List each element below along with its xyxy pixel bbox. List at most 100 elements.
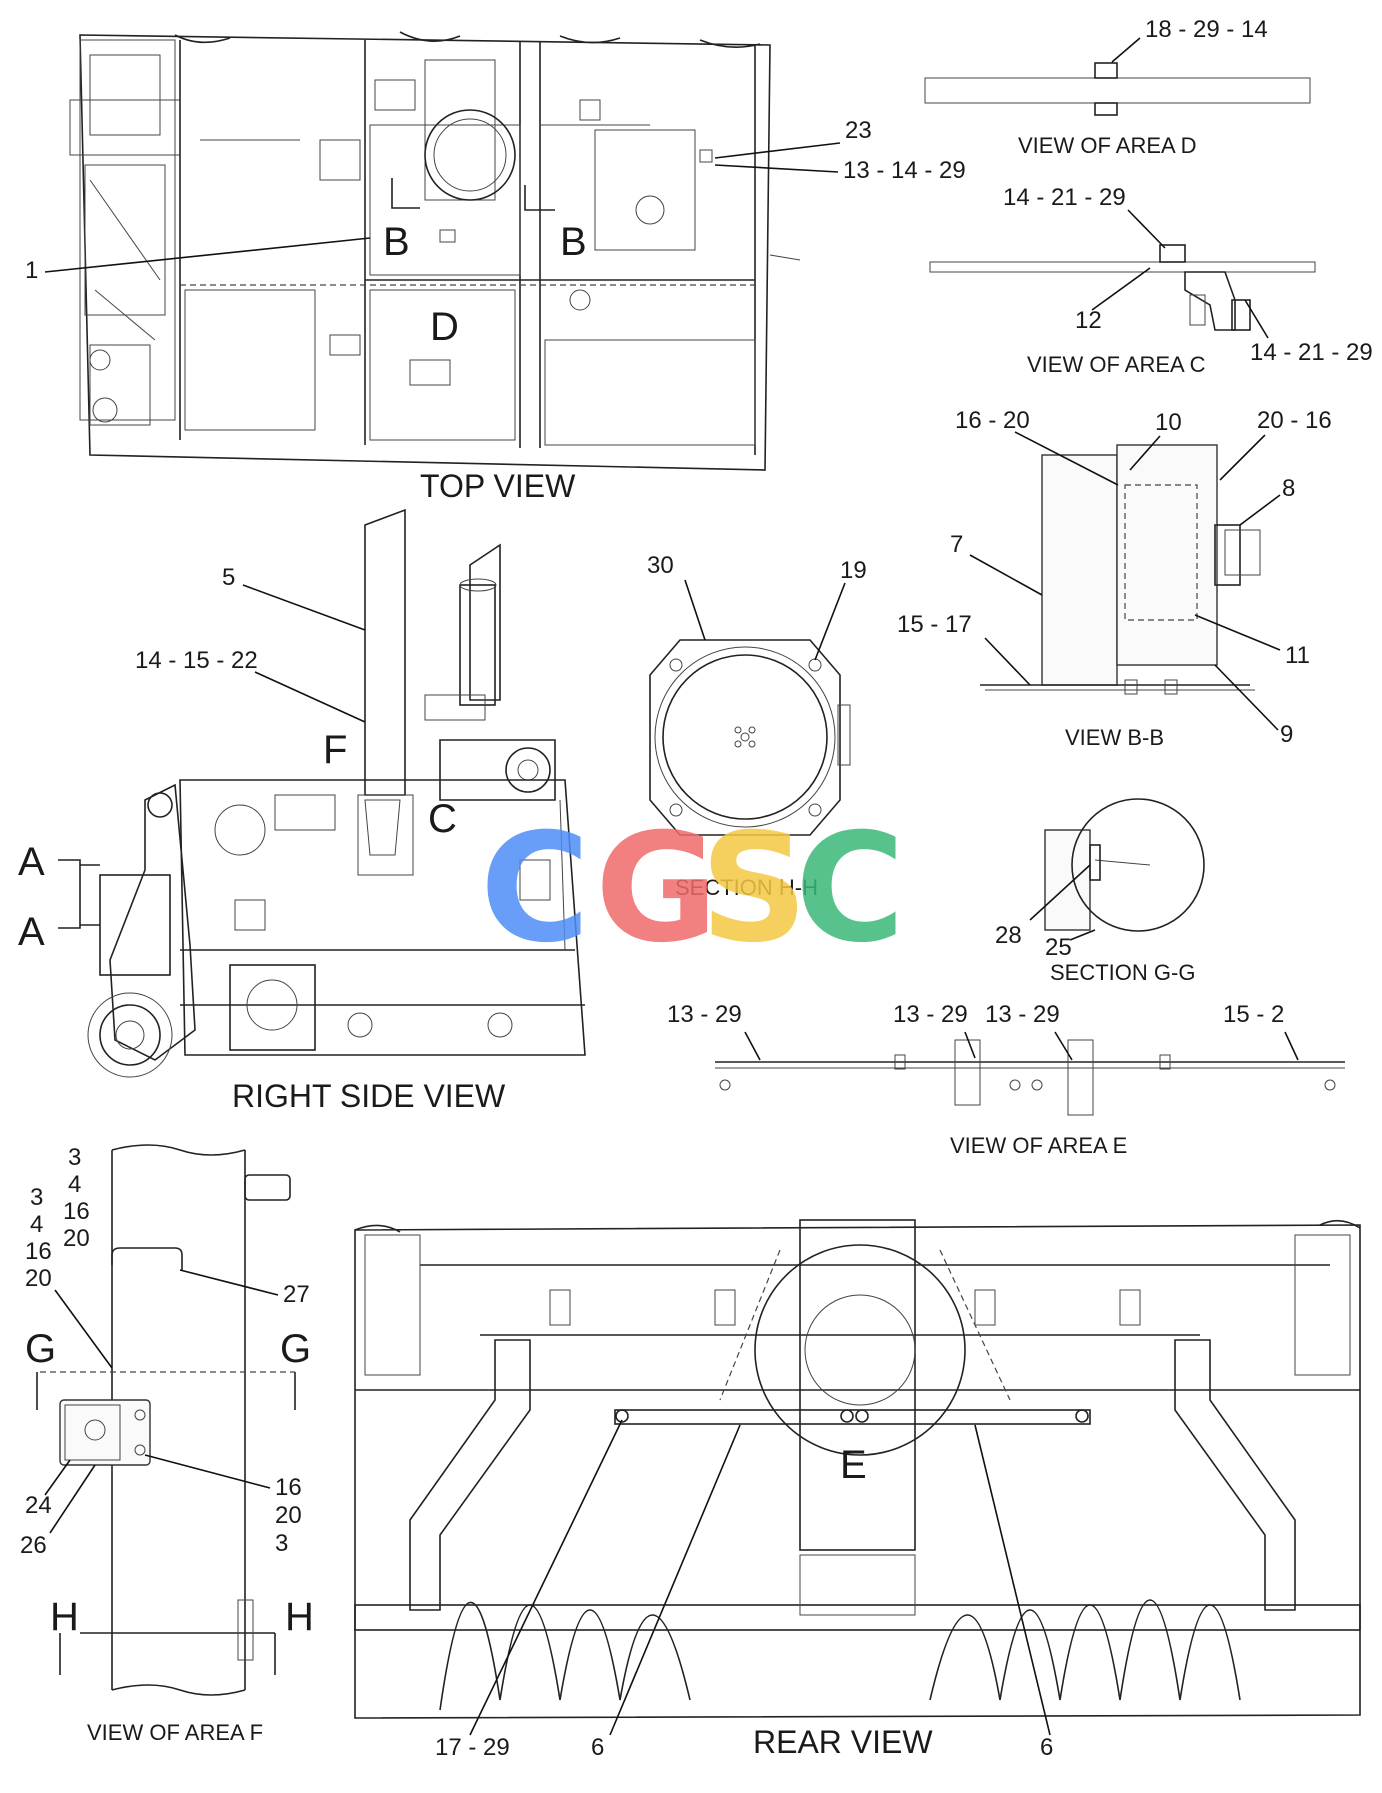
callout-f-stack1-4: 4 (68, 1171, 81, 1198)
callout-f-stack3-16: 16 (275, 1474, 302, 1501)
leader-9 (1214, 664, 1279, 731)
callout-f-stack2-3: 3 (30, 1184, 43, 1211)
callout-1: 1 (25, 257, 38, 284)
leader-8 (1239, 494, 1281, 526)
leader-19 (814, 582, 846, 661)
leader-24 (44, 1459, 71, 1496)
leader-16-20 (1014, 431, 1119, 486)
callout-f-stack2-16: 16 (25, 1238, 52, 1265)
leader-7 (969, 554, 1043, 596)
view-area-c-drawing (929, 244, 1316, 331)
leader-28 (1029, 864, 1091, 921)
leader-15-17 (984, 637, 1031, 686)
top-view-caption: TOP VIEW (420, 468, 576, 504)
leader-23 (714, 142, 841, 159)
cgsc-watermark: C G S C (480, 802, 905, 976)
view-area-d-caption: VIEW OF AREA D (1018, 133, 1196, 158)
callout-9: 9 (1280, 721, 1293, 748)
callout-8: 8 (1282, 475, 1295, 502)
callout-e-15-2: 15 - 2 (1223, 1001, 1284, 1028)
callout-10: 10 (1155, 409, 1182, 436)
area-b-right-letter: B (560, 220, 587, 264)
section-a-bottom-letter: A (18, 910, 45, 954)
callout-7: 7 (950, 531, 963, 558)
callout-13-14-29: 13 - 14 - 29 (843, 157, 966, 184)
callout-f-stack1-16: 16 (63, 1198, 90, 1225)
leader-14-21-29-right (1244, 299, 1269, 339)
callout-27: 27 (283, 1281, 310, 1308)
callout-f-stack1-3: 3 (68, 1144, 81, 1171)
leader-5 (242, 584, 366, 631)
watermark-letter-g: G (595, 802, 718, 976)
view-area-c-caption: VIEW OF AREA C (1027, 352, 1206, 377)
callout-6-left: 6 (591, 1734, 604, 1761)
leader-25 (1069, 929, 1096, 941)
leader-14-21-29-top (1127, 209, 1166, 249)
leader-26 (49, 1464, 96, 1534)
callout-11: 11 (1285, 642, 1310, 669)
top-view-drawing (69, 31, 801, 471)
leader-f-stack3 (144, 1454, 271, 1489)
watermark-letter-c2: C (795, 802, 905, 976)
leader-12 (1091, 267, 1151, 311)
leader-10 (1129, 435, 1161, 471)
leader-20-16 (1219, 434, 1266, 481)
callout-17-29: 17 - 29 (435, 1734, 510, 1761)
section-g-left-letter: G (25, 1327, 56, 1371)
callout-6-right: 6 (1040, 1734, 1053, 1761)
leader-17-29 (469, 1419, 623, 1736)
leader-30 (684, 579, 706, 641)
view-area-d-drawing (924, 37, 1311, 116)
section-g-right-letter: G (280, 1327, 311, 1371)
callout-5: 5 (222, 564, 235, 591)
callout-30: 30 (647, 552, 674, 579)
callout-25: 25 (1045, 934, 1072, 961)
leader-f-stack2 (54, 1289, 113, 1369)
leader-e-13-29-c (1054, 1031, 1073, 1061)
callout-f-stack2-20: 20 (25, 1265, 52, 1292)
section-gg-drawing (1044, 798, 1205, 932)
callout-19: 19 (840, 557, 867, 584)
callout-23: 23 (845, 117, 872, 144)
callout-14-15-22: 14 - 15 - 22 (135, 647, 258, 674)
leader-e-13-29-a (744, 1031, 761, 1061)
watermark-letter-s: S (700, 802, 808, 976)
callout-15-17: 15 - 17 (897, 611, 972, 638)
callout-14-21-29-top: 14 - 21 - 29 (1003, 184, 1126, 211)
section-h-right-letter: H (285, 1595, 314, 1639)
callout-18-29-14: 18 - 29 - 14 (1145, 16, 1268, 43)
watermark-letter-c1: C (480, 802, 590, 976)
area-c-letter: C (428, 797, 457, 841)
area-f-letter: F (323, 728, 347, 772)
callout-e-13-29-c: 13 - 29 (985, 1001, 1060, 1028)
view-area-f-caption: VIEW OF AREA F (87, 1720, 263, 1745)
callout-f-stack3-20: 20 (275, 1502, 302, 1529)
area-b-left-letter: B (383, 220, 410, 264)
leader-14-15-22 (254, 671, 366, 723)
view-area-e-drawing (715, 1039, 1345, 1116)
section-hh-caption: SECTION H-H (675, 875, 818, 900)
area-e-letter: E (840, 1443, 867, 1487)
section-gg-caption: SECTION G-G (1050, 960, 1195, 985)
leader-27 (179, 1269, 279, 1296)
section-hh-drawing (649, 639, 851, 836)
view-bb-caption: VIEW B-B (1065, 725, 1164, 750)
callout-f-stack3-3: 3 (275, 1530, 288, 1557)
area-d-letter: D (430, 305, 459, 349)
leader-1 (44, 237, 371, 273)
section-h-left-letter: H (50, 1595, 79, 1639)
callout-16-20: 16 - 20 (955, 407, 1030, 434)
view-area-e-caption: VIEW OF AREA E (950, 1133, 1127, 1158)
leader-6-right (974, 1424, 1051, 1736)
callout-12: 12 (1075, 307, 1102, 334)
rear-view-drawing (354, 1219, 1361, 1719)
callout-28: 28 (995, 922, 1022, 949)
section-a-marker (58, 859, 100, 929)
callout-20-16: 20 - 16 (1257, 407, 1332, 434)
callout-e-13-29-b: 13 - 29 (893, 1001, 968, 1028)
leader-e-13-29-b (964, 1031, 976, 1059)
leader-6-left (609, 1424, 741, 1736)
leader-13-14-29 (714, 164, 839, 173)
rear-view-caption: REAR VIEW (753, 1724, 933, 1760)
callout-f-stack2-4: 4 (30, 1211, 43, 1238)
